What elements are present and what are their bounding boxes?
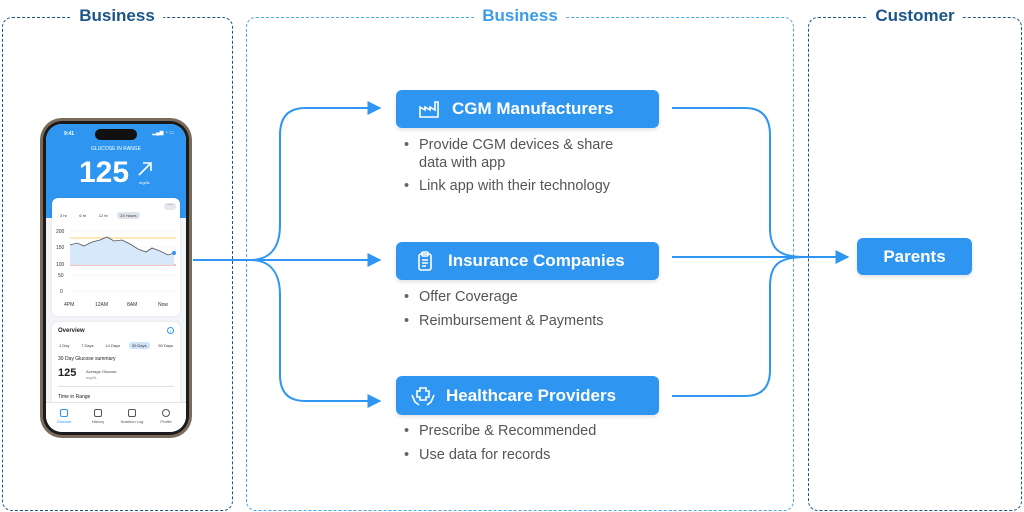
range-tab[interactable]: 12 hr xyxy=(98,213,108,218)
connector-healthcare-to-parents xyxy=(672,256,806,397)
connector-phone-to-healthcare xyxy=(249,259,382,408)
nutrition-icon xyxy=(128,409,136,417)
parents-label: Parents xyxy=(883,246,946,266)
profile-icon xyxy=(162,409,170,417)
more-options-icon[interactable]: ··· xyxy=(164,202,176,210)
glucose-value: 125 xyxy=(79,156,130,189)
healthcare-bullet-2: Use data for records xyxy=(404,446,550,464)
home-icon xyxy=(60,409,68,417)
range-tab-selected[interactable]: 24 Hours xyxy=(117,212,140,219)
glucose-trend-chart: 200 150 100 50 0 4PM 12AM 8AM Now xyxy=(56,229,176,308)
glucose-unit: mg/dL xyxy=(139,180,151,185)
insurance-companies-label: Insurance Companies xyxy=(448,251,625,270)
column-title-business-middle: Business xyxy=(474,6,566,26)
day-tab[interactable]: 1 Day xyxy=(59,343,70,348)
day-tab[interactable]: 90 Days xyxy=(158,343,173,348)
glucose-chart-card: 3 hr 6 hr 12 hr 24 Hours ··· 200 xyxy=(52,198,180,316)
y-tick: 50 xyxy=(58,273,64,279)
average-glucose-unit: mg/dL xyxy=(86,375,98,380)
day-tabs: 1 Day 7 Days 14 Days 30 Days 90 Days xyxy=(56,342,178,349)
healthcare-bullet-1: Prescribe & Recommended xyxy=(404,422,596,440)
overview-title: Overview xyxy=(58,328,85,334)
nav-history[interactable]: History xyxy=(84,409,112,424)
clipboard-icon xyxy=(412,250,438,272)
connector-cgm-to-parents xyxy=(672,107,806,258)
bottom-nav: Glucose History Nutrition Log Profile xyxy=(46,402,186,432)
status-time: 9:41 xyxy=(64,131,75,137)
summary-divider xyxy=(58,386,174,387)
insurance-bullet-2: Reimbursement & Payments xyxy=(404,312,604,330)
y-tick: 200 xyxy=(56,229,65,235)
day-tab[interactable]: 7 Days xyxy=(81,343,94,348)
day-tab-selected[interactable]: 30 Days xyxy=(128,342,150,349)
y-tick: 0 xyxy=(60,289,63,295)
x-tick: 12AM xyxy=(95,302,108,308)
healthcare-providers-box: Healthcare Providers xyxy=(396,376,659,415)
connector-phone-to-cgm xyxy=(249,101,382,261)
x-tick: Now xyxy=(158,302,168,308)
nav-glucose[interactable]: Glucose xyxy=(50,409,78,424)
range-tab[interactable]: 6 hr xyxy=(79,213,87,218)
nav-profile[interactable]: Profile xyxy=(152,409,180,424)
summary-title: 30 Day Glucose summary xyxy=(58,356,116,362)
parents-box: Parents xyxy=(857,238,972,275)
cgm-bullet-2: Link app with their technology xyxy=(404,177,610,195)
insurance-bullet-1: Offer Coverage xyxy=(404,288,518,306)
average-glucose-label: Average Glucose xyxy=(86,369,117,374)
day-tab[interactable]: 14 Days xyxy=(105,343,121,348)
cgm-manufacturers-box: CGM Manufacturers xyxy=(396,90,659,128)
app-screen: 9:41 ▂▄▆ ◔ ▭ GLUCOSE IN RANGE 125 mg/dL … xyxy=(46,124,186,432)
status-icons: ▂▄▆ ◔ ▭ xyxy=(152,130,174,136)
factory-icon xyxy=(416,98,442,120)
column-title-customer: Customer xyxy=(867,6,963,26)
history-icon xyxy=(94,409,102,417)
column-title-business-left: Business xyxy=(71,6,163,26)
healthcare-providers-label: Healthcare Providers xyxy=(446,385,617,405)
cgm-manufacturers-label: CGM Manufacturers xyxy=(452,99,614,118)
insurance-companies-box: Insurance Companies xyxy=(396,242,659,280)
glucose-in-range-label: GLUCOSE IN RANGE xyxy=(90,146,141,152)
phone-mockup: 9:41 ▂▄▆ ◔ ▭ GLUCOSE IN RANGE 125 mg/dL … xyxy=(40,118,192,438)
y-tick: 150 xyxy=(56,245,65,251)
range-tabs: 3 hr 6 hr 12 hr 24 Hours xyxy=(57,204,142,222)
x-tick: 8AM xyxy=(127,302,137,308)
nav-nutrition-log[interactable]: Nutrition Log xyxy=(118,409,146,424)
overview-card: Overview i 1 Day 7 Days 14 Days 30 Days … xyxy=(52,322,180,412)
y-tick: 100 xyxy=(56,262,65,268)
hands-medical-cross-icon xyxy=(410,385,436,407)
x-tick: 4PM xyxy=(64,302,74,308)
range-tab[interactable]: 3 hr xyxy=(60,213,67,218)
dynamic-island xyxy=(95,129,137,140)
trend-up-arrow-icon xyxy=(138,162,152,176)
average-glucose-value: 125 xyxy=(58,367,77,379)
time-in-range-label: Time in Range xyxy=(58,394,91,400)
info-icon[interactable]: i xyxy=(167,327,174,334)
